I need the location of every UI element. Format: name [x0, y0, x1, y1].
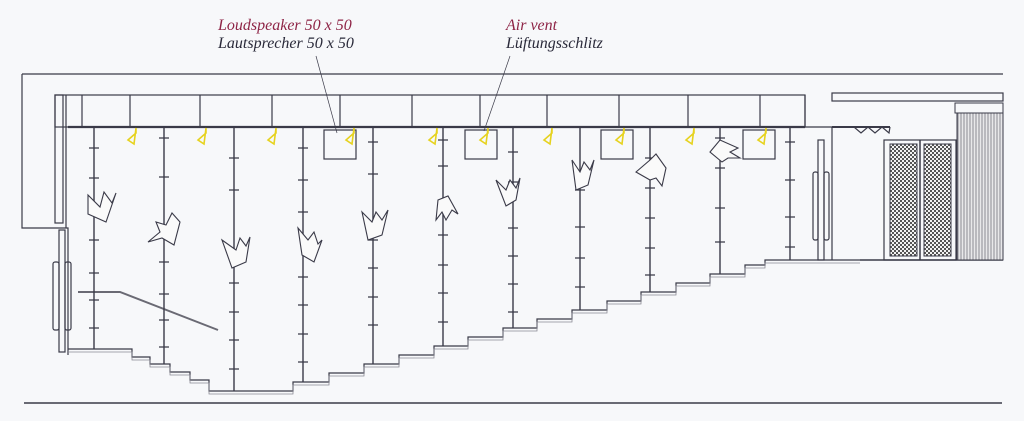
spotlight-icon	[196, 127, 207, 146]
glass-double-door	[883, 139, 957, 261]
sculpture	[709, 139, 742, 163]
spotlight-icon	[266, 127, 277, 146]
sculpture	[495, 177, 521, 207]
air-vent-zigzag	[853, 126, 891, 135]
spotlight-icon	[614, 127, 625, 146]
spotlight-icon	[478, 127, 489, 146]
spotlight-icon	[684, 127, 695, 146]
corrugated-wall	[956, 102, 1004, 261]
sculpture	[361, 209, 389, 241]
rod-tick-marks	[89, 137, 795, 370]
left-column	[54, 94, 64, 224]
light-fixtures	[126, 127, 767, 146]
air-vent-label: Air vent Lüftungsschlitz	[506, 17, 603, 53]
sculpture	[147, 212, 181, 246]
stair-railing	[78, 291, 219, 331]
air-vent-leader-line	[483, 55, 511, 132]
loudspeaker-boxes	[323, 129, 776, 160]
sculpture	[571, 159, 595, 191]
spotlight-icon	[756, 127, 767, 146]
loudspeaker-box	[464, 129, 498, 160]
loudspeaker-box	[742, 129, 776, 160]
right-column	[817, 139, 825, 261]
loudspeaker-label-de: Lautsprecher 50 x 50	[218, 35, 354, 52]
left-door	[52, 229, 72, 353]
left-wall	[21, 74, 69, 355]
spotlight-icon	[542, 127, 553, 146]
loudspeaker-label: Loudspeaker 50 x 50 Lautsprecher 50 x 50	[218, 17, 354, 53]
annotation-labels: Loudspeaker 50 x 50 Lautsprecher 50 x 50…	[0, 0, 1024, 60]
right-room-ceiling	[831, 92, 1004, 102]
sculpture	[435, 195, 459, 222]
air-vent-label-de: Lüftungsschlitz	[506, 35, 603, 52]
ceiling-panel-dividers	[81, 95, 761, 127]
sculpture	[220, 236, 251, 269]
sculpture	[635, 153, 667, 188]
auditorium-stairs	[68, 259, 860, 395]
ceiling-band	[54, 94, 806, 128]
hanging-sculptures	[87, 139, 742, 269]
spotlight-icon	[344, 127, 355, 146]
spotlight-icon	[427, 127, 438, 146]
sculpture	[297, 226, 323, 263]
air-vent-label-en: Air vent	[506, 17, 558, 34]
loudspeaker-box	[323, 129, 357, 160]
loudspeaker-box	[600, 129, 634, 160]
curtain-box	[954, 102, 1004, 114]
right-partition	[804, 95, 833, 260]
loudspeaker-label-en: Loudspeaker 50 x 50	[218, 17, 352, 34]
spotlight-icon	[126, 127, 137, 146]
sculpture	[87, 190, 117, 223]
